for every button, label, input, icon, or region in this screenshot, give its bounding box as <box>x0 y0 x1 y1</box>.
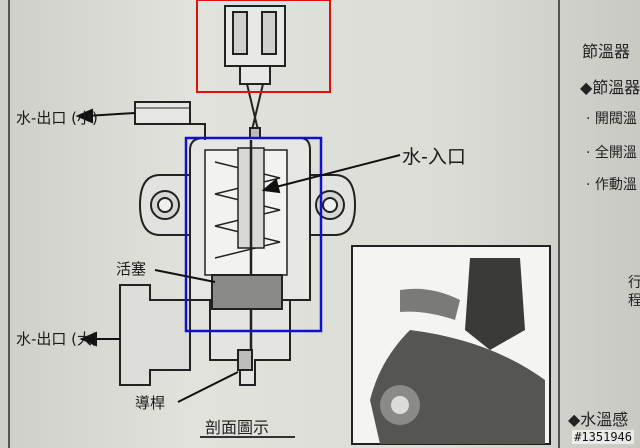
inset-photo <box>351 245 551 445</box>
left-margin-line <box>8 0 10 448</box>
column-divider <box>558 0 560 448</box>
caption-underline <box>200 436 295 438</box>
side-section-2: ◆水溫感 <box>568 410 629 429</box>
figure-caption: 剖面圖示 <box>205 418 270 437</box>
side-fragment-1: 行 <box>628 275 640 291</box>
callout-lines <box>75 108 401 403</box>
side-bullet-3: · 作動溫 <box>586 177 637 193</box>
side-bullet-2: · 全開溫 <box>586 145 637 161</box>
body-highlight-box <box>184 136 323 333</box>
rod-label: 導桿 <box>135 394 166 412</box>
side-heading: 節溫器 <box>582 42 631 61</box>
inlet-label: 水-入口 <box>402 146 466 168</box>
piston-label: 活塞 <box>116 260 147 278</box>
outlet-small-label: 水-出口 (小) <box>16 109 98 127</box>
thermostat-internals <box>204 140 288 350</box>
connector-highlight-box <box>196 0 331 93</box>
side-bullet-1: · 開閥溫 <box>586 111 637 127</box>
watermark: #1351946 <box>572 430 634 444</box>
piston <box>211 274 283 310</box>
outlet-large-label: 水-出口 (大) <box>16 330 98 348</box>
side-fragment-2: 程 <box>628 293 640 309</box>
side-section-1: ◆節溫器 <box>580 78 640 97</box>
sensor-connector <box>224 5 286 143</box>
